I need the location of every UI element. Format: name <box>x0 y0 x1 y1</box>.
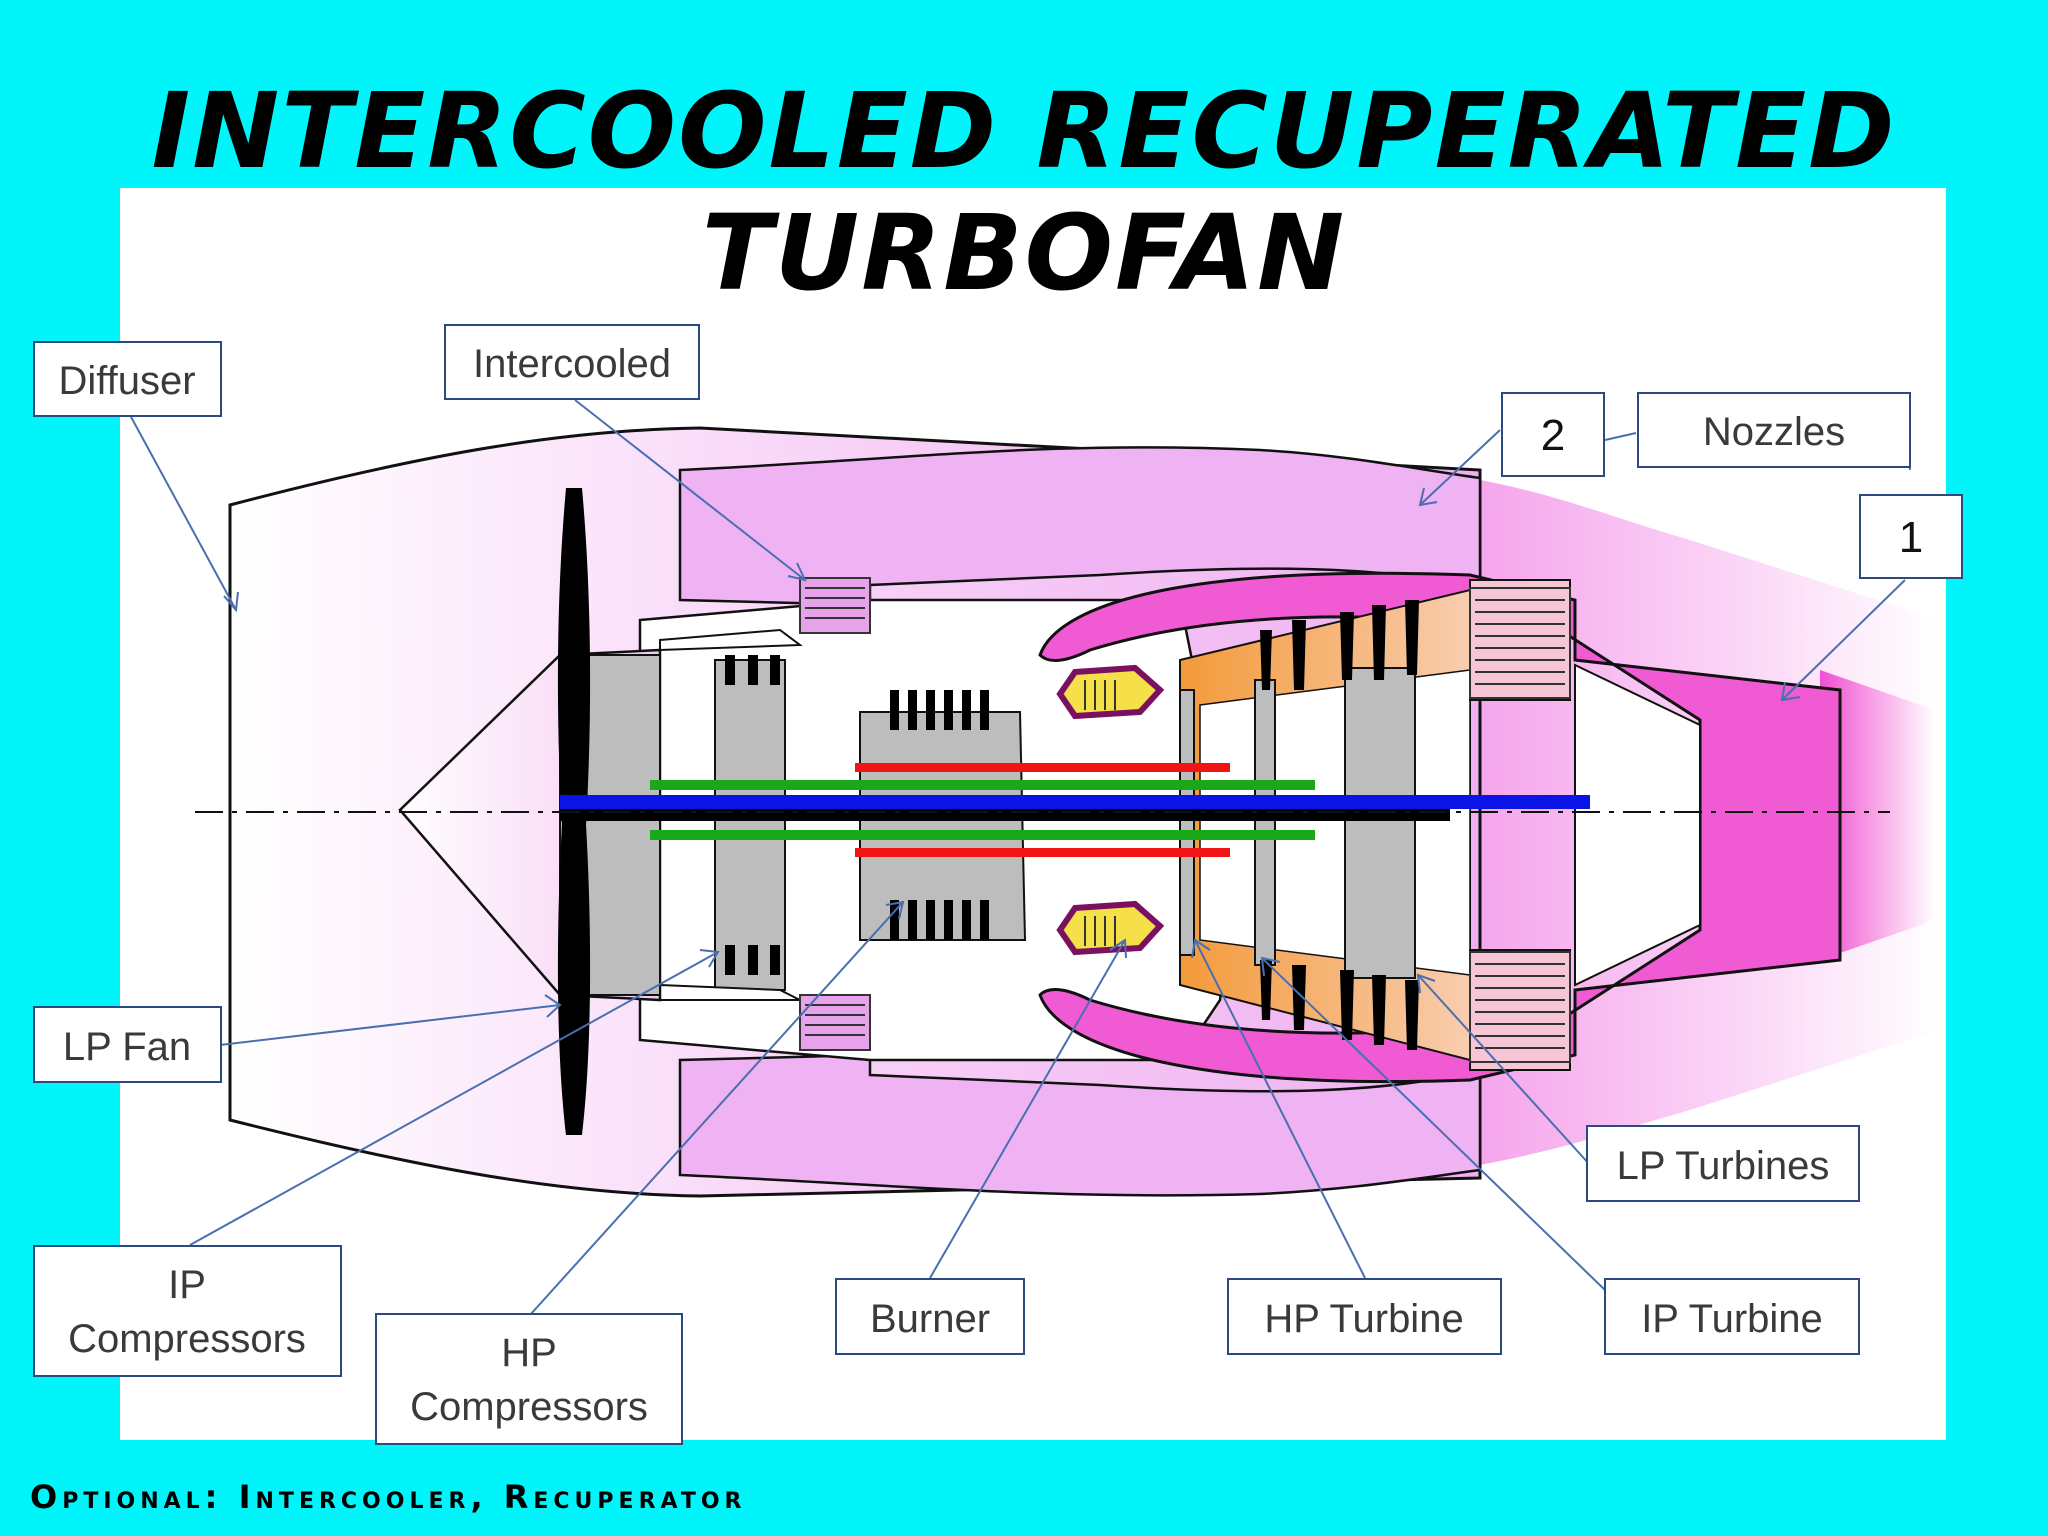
label-ip-compressors: IP Compressors <box>33 1245 342 1377</box>
intercooler <box>799 577 871 1051</box>
title-line-2: TURBOFAN <box>701 192 1347 314</box>
ip-compressor <box>659 628 803 1001</box>
label-nozzles-text: Nozzles <box>1703 410 1845 454</box>
label-hp-turbine-text: HP Turbine <box>1264 1297 1463 1341</box>
label-nozzles: Nozzles <box>1637 392 1911 468</box>
label-ip-turbine-text: IP Turbine <box>1641 1297 1823 1341</box>
label-lp-fan: LP Fan <box>33 1006 222 1083</box>
footer-note: Optional: Intercooler, Recuperator <box>30 1478 747 1516</box>
leader-lines <box>129 399 1911 1316</box>
label-lp-fan-text: LP Fan <box>63 1025 191 1069</box>
label-lp-turbines-text: LP Turbines <box>1617 1144 1830 1188</box>
label-marker-2: 2 <box>1501 392 1605 477</box>
label-marker-1: 1 <box>1859 494 1963 579</box>
label-lp-turbines: LP Turbines <box>1586 1125 1860 1202</box>
label-diffuser: Diffuser <box>33 341 222 417</box>
label-hp-compressors: HP Compressors <box>375 1313 683 1445</box>
diagram-title: INTERCOOLED RECUPERATED TURBOFAN <box>0 70 2048 314</box>
label-marker-2-text: 2 <box>1541 411 1565 460</box>
label-diffuser-text: Diffuser <box>58 359 195 403</box>
label-ip-turbine: IP Turbine <box>1604 1278 1860 1355</box>
recuperator-coils <box>1469 587 1571 1063</box>
turbine-blades <box>1260 600 1419 1050</box>
burner-cans <box>1056 664 1165 956</box>
label-marker-1-text: 1 <box>1899 513 1923 562</box>
label-ip-compressors-line2: Compressors <box>68 1317 306 1361</box>
title-line-1: INTERCOOLED RECUPERATED <box>151 70 1897 192</box>
label-hp-compressors-line1: HP <box>501 1331 557 1375</box>
exhaust-nozzle <box>1038 571 1842 1084</box>
label-intercooled: Intercooled <box>444 324 700 400</box>
label-burner: Burner <box>835 1278 1025 1355</box>
label-hp-turbine: HP Turbine <box>1227 1278 1502 1355</box>
callout-labels: Diffuser Intercooled 2 Nozzles 1 LP Fan … <box>33 324 1963 1445</box>
label-burner-text: Burner <box>870 1297 990 1341</box>
label-intercooled-text: Intercooled <box>473 342 671 386</box>
label-hp-compressors-line2: Compressors <box>410 1385 648 1429</box>
label-ip-compressors-line1: IP <box>168 1263 206 1307</box>
